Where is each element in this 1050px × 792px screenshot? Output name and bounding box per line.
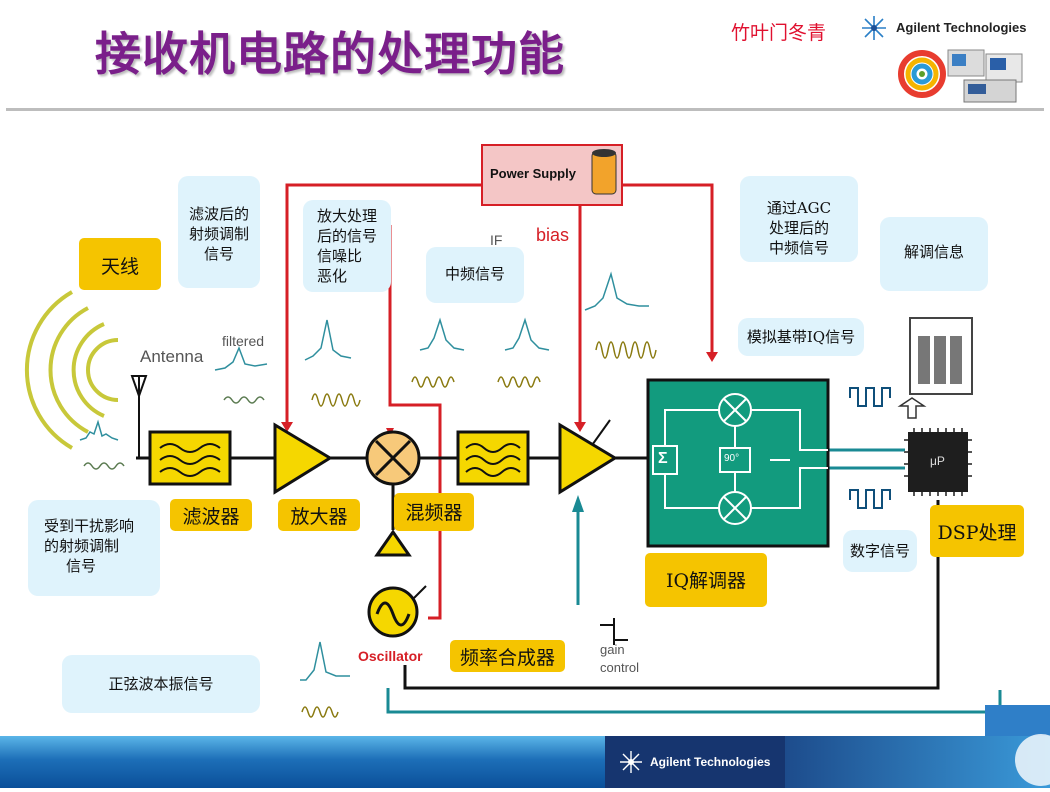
footer-swoosh-graphic [985,705,1050,788]
callout-if-signal: 中频信号 [426,247,524,303]
dsp-chip-icon [904,428,972,496]
display-screen-icon [897,317,973,419]
filter-block-1 [148,430,232,486]
callout-sine-lo: 正弦波本振信号 [62,655,260,713]
callout-demod-info: 解调信息 [880,217,988,291]
bias-label: bias [536,225,570,245]
footer-banner-right [785,736,1050,788]
callout-interfered-rf: 受到干扰影响 的射频调制 信号 [28,500,160,596]
buffer-amplifier-icon [374,529,412,557]
filtered-label: filtered [222,333,265,349]
if-label: IF [490,232,503,248]
author-label: 竹叶门冬青 [731,22,827,44]
agc-amplifier-icon [558,422,618,495]
oscillator-icon [367,585,427,638]
label-mixer: 混频器 [394,493,474,531]
label-dsp: DSP处理 [930,505,1024,557]
mixer-icon [365,430,421,486]
footer-spark-icon [618,750,644,774]
power-supply-label: Power Supply [490,166,576,181]
callout-agc: 通过AGC 处理后的 中频信号 [740,176,858,262]
footer-brand-name: Agilent Technologies [650,755,771,769]
gain-control-label-2: control [600,660,640,675]
sum-symbol: Σ [658,450,668,467]
label-antenna: 天线 [79,238,161,290]
page-title: 接收机电路的处理功能 [95,27,565,81]
label-filter: 滤波器 [170,499,252,531]
filter-block-2 [456,430,530,486]
gain-step-icon [600,618,628,645]
iq-demodulator-block [646,378,830,548]
callout-amplified: 放大处理 后的信号 信噪比 恶化 [303,200,391,292]
spectrum-sketch [79,271,649,681]
header-divider [6,108,1044,111]
callout-digital-signal: 数字信号 [843,530,917,572]
agilent-spark-icon [858,14,890,42]
chip-label: μP [930,454,945,468]
label-iq-demodulator: IQ解调器 [645,553,767,607]
waveform-sketch [301,341,657,718]
digital-waveform-icon [849,387,891,509]
oscillator-label: Oscillator [358,648,423,664]
label-amplifier: 放大器 [278,499,360,531]
footer-banner-left [0,736,605,788]
callout-analog-iq: 模拟基带IQ信号 [738,318,864,356]
antenna-label: Antenna [140,347,204,366]
amplifier-icon [273,422,333,495]
gain-control-label-1: gain [600,642,625,657]
phase-shift-label: 90° [724,453,740,464]
brand-name: Agilent Technologies [896,20,1027,35]
antenna-icon [24,290,148,458]
label-synthesizer: 频率合成器 [450,640,565,672]
callout-filtered-rf: 滤波后的 射频调制 信号 [178,176,260,288]
brand-logo-image [898,44,1026,104]
power-supply-block [481,144,623,206]
